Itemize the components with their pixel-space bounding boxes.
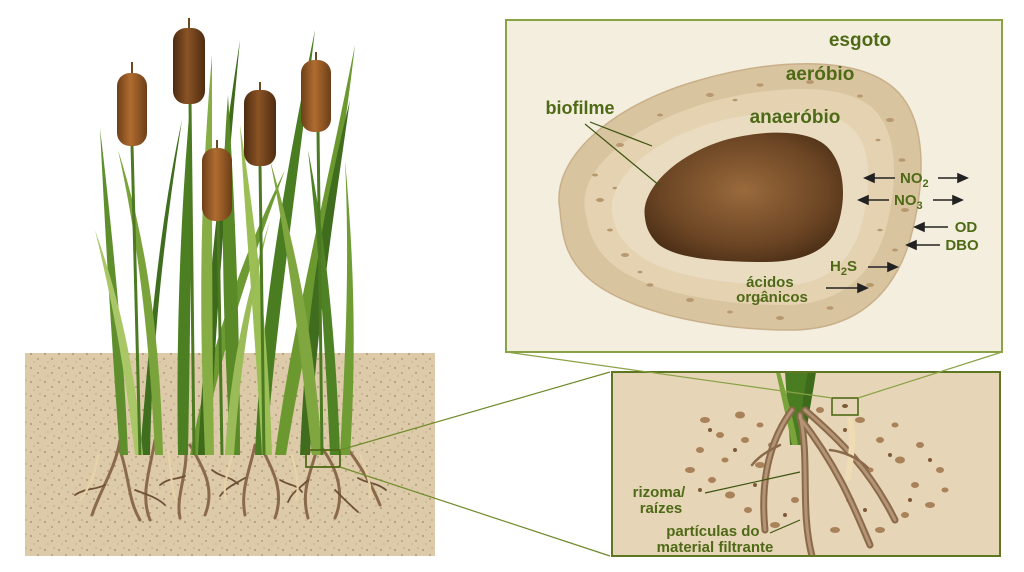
label-rizoma: rizoma/ raízes — [633, 484, 690, 517]
label-esgoto: esgoto — [829, 30, 891, 51]
biofilm-texture — [592, 80, 909, 320]
label-od: OD — [955, 219, 978, 236]
biofilm-core — [644, 132, 844, 262]
arrow-biofilme-2 — [584, 123, 661, 187]
arrow-h2s — [868, 261, 899, 273]
zoom-marker-biofilm — [831, 397, 859, 416]
rhizome-roots — [750, 406, 899, 556]
arrow-no3 — [857, 194, 964, 206]
connector-line-bottom — [339, 466, 611, 557]
arrow-rizoma — [704, 471, 801, 494]
label-aerobio: aeróbio — [786, 64, 855, 85]
connector-biofilm-left — [505, 351, 833, 399]
arrow-particulas — [769, 519, 801, 534]
label-anaerobio: anaeróbio — [750, 107, 841, 128]
arrow-dbo — [905, 239, 940, 251]
arrow-acidos — [826, 282, 869, 294]
cattail-stems — [130, 99, 324, 456]
filter-particles — [685, 407, 949, 533]
cattail-heads — [117, 18, 331, 221]
arrow-od — [913, 221, 948, 233]
arrow-no2 — [863, 172, 969, 184]
label-no3: NO3 — [894, 192, 923, 212]
root-zoom-panel — [611, 371, 1001, 557]
connector-biofilm-right — [857, 351, 1003, 399]
label-biofilme: biofilme — [545, 98, 614, 118]
label-no2: NO2 — [900, 170, 929, 190]
connector-line-top — [339, 371, 611, 451]
label-h2s: H2S — [830, 258, 857, 278]
label-particulas: partículas do material filtrante — [657, 523, 774, 556]
label-acidos-organicos: ácidos orgânicos — [736, 274, 808, 306]
biofilm-panel — [505, 19, 1003, 353]
arrow-biofilme-1 — [589, 121, 653, 147]
zoom-marker-roots — [305, 449, 341, 468]
label-dbo: DBO — [945, 237, 979, 254]
